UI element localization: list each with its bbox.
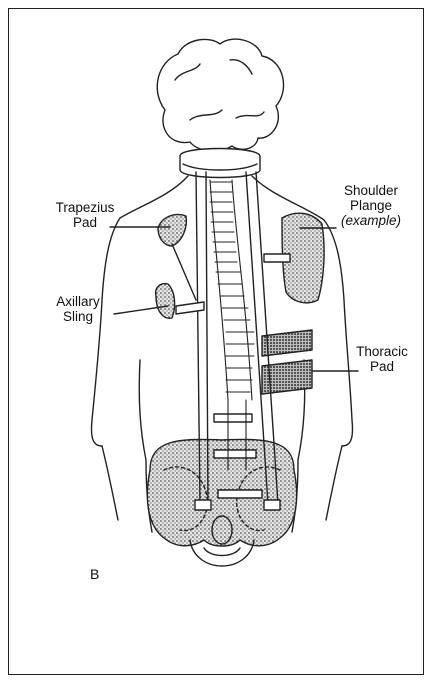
thoracic-pad-upper xyxy=(262,330,312,356)
axillary-sling xyxy=(156,284,175,319)
label-axillary-sling: Axillary Sling xyxy=(38,294,118,324)
hair xyxy=(157,39,283,151)
label-shoulder-flange: Shoulder Plange (example) xyxy=(328,183,414,228)
neck-ring xyxy=(180,149,260,178)
spine xyxy=(210,180,254,470)
label-trapezius-pad: Trapezius Pad xyxy=(44,200,126,230)
label-thoracic-pad: Thoracic Pad xyxy=(346,344,418,374)
figure-letter: B xyxy=(90,567,99,582)
trapezius-pad xyxy=(158,215,186,247)
